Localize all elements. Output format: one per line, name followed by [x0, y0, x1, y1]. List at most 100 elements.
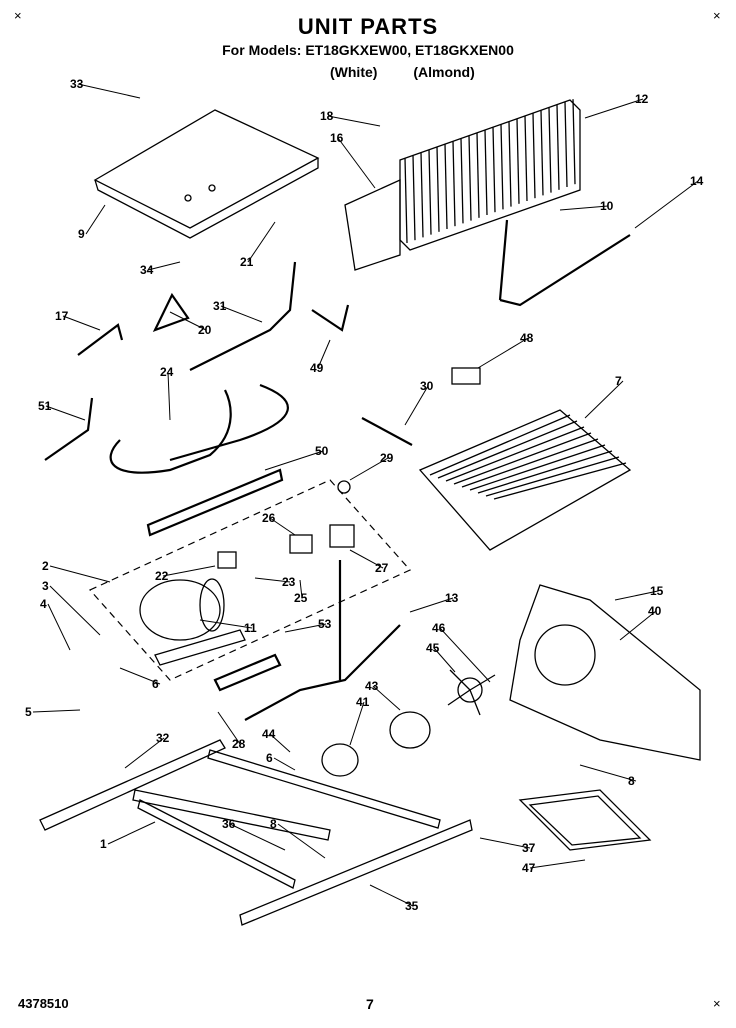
- leader-line-c35: [369, 884, 414, 907]
- leader-line-c53: [284, 623, 327, 633]
- leader-line-c24: [167, 371, 171, 421]
- callout-c45: 45: [426, 641, 440, 655]
- leader-line-c7: [584, 380, 624, 419]
- corner-mark-bottom-right: ×: [713, 996, 721, 1011]
- leader-line-c34: [147, 261, 181, 271]
- callout-c3: 3: [42, 579, 49, 593]
- callout-c27: 27: [375, 561, 389, 575]
- leader-line-c21a: [247, 221, 276, 263]
- callout-c53: 53: [318, 617, 332, 631]
- compressor-part: [139, 578, 246, 666]
- callout-c32: 32: [156, 731, 170, 745]
- leader-line-c43: [372, 685, 401, 711]
- leader-line-c33: [77, 83, 141, 99]
- leader-line-c20: [169, 311, 207, 331]
- leader-line-c29: [349, 457, 389, 481]
- callout-c13: 13: [445, 591, 459, 605]
- leader-line-c8a: [579, 764, 637, 782]
- leader-line-c40: [619, 610, 657, 641]
- callout-c14: 14: [690, 174, 704, 188]
- leader-line-c28: [217, 711, 241, 745]
- callout-c4: 4: [40, 597, 47, 611]
- corner-mark-top-left: ×: [14, 8, 22, 23]
- leader-line-c41: [349, 701, 365, 746]
- callout-c8a: 8: [628, 774, 635, 788]
- tubing-parts: [44, 219, 631, 721]
- callout-c41: 41: [356, 695, 370, 709]
- leader-line-c9: [85, 204, 106, 235]
- callout-c17: 17: [55, 309, 69, 323]
- callout-c18: 18: [320, 109, 334, 123]
- leader-line-c4: [47, 603, 71, 651]
- leader-line-c50: [264, 450, 324, 471]
- leader-line-c26: [269, 517, 296, 536]
- callout-c16: 16: [330, 131, 344, 145]
- callout-c6b: 6: [266, 751, 273, 765]
- callout-c24: 24: [160, 365, 174, 379]
- leader-line-c8b: [277, 823, 326, 859]
- leader-line-c14: [634, 180, 699, 229]
- callout-c35: 35: [405, 899, 419, 913]
- callout-c48: 48: [520, 331, 534, 345]
- callout-c15: 15: [650, 584, 664, 598]
- leader-line-c1: [107, 821, 156, 845]
- leader-line-c6b: [273, 757, 296, 771]
- base-frame-parts: [39, 739, 473, 926]
- leader-line-c10: [559, 205, 609, 211]
- callout-c34: 34: [140, 263, 154, 277]
- leader-line-c18: [327, 115, 381, 127]
- leader-line-c48: [477, 337, 529, 369]
- corner-mark-top-right: ×: [713, 8, 721, 23]
- leader-line-c13: [409, 597, 454, 613]
- callout-c10: 10: [600, 199, 614, 213]
- callout-c31: 31: [213, 299, 227, 313]
- leader-line-c32: [124, 737, 165, 769]
- callout-c9: 9: [78, 227, 85, 241]
- fan-motor-parts: [321, 669, 496, 777]
- callout-c40: 40: [648, 604, 662, 618]
- condenser-coil-part: [344, 99, 581, 271]
- color-almond: (Almond): [413, 64, 475, 80]
- callout-c22: 22: [155, 569, 169, 583]
- callout-c21a: 21: [240, 255, 254, 269]
- leader-line-c22: [162, 565, 216, 577]
- leader-line-c49: [317, 339, 331, 369]
- callout-c5: 5: [25, 705, 32, 719]
- callout-c20: 20: [198, 323, 212, 337]
- callout-c26: 26: [262, 511, 276, 525]
- leader-line-c51: [45, 405, 86, 421]
- leader-line-c46: [439, 627, 491, 683]
- document-number: 4378510: [18, 996, 69, 1011]
- callout-c44: 44: [262, 727, 276, 741]
- callout-c28: 28: [232, 737, 246, 751]
- evaporator-coil-part: [418, 409, 632, 551]
- leader-line-c27: [349, 549, 384, 569]
- leader-line-c44: [269, 733, 291, 753]
- leader-line-c5: [32, 709, 81, 713]
- relay-overload-parts: [217, 367, 481, 569]
- leader-line-c23: [254, 577, 291, 583]
- leader-line-c6a: [119, 667, 161, 685]
- leader-line-c25: [299, 579, 303, 599]
- leader-line-c15: [614, 590, 659, 601]
- callout-c47: 47: [522, 861, 536, 875]
- models-line: For Models: ET18GKXEW00, ET18GKXEN00: [222, 42, 514, 58]
- callout-c12: 12: [635, 92, 649, 106]
- callout-c8b: 8: [270, 817, 277, 831]
- leader-line-c37: [479, 837, 531, 849]
- leader-line-c16: [337, 137, 376, 189]
- leader-line-c45: [433, 647, 456, 673]
- leader-line-c30: [404, 385, 429, 426]
- leader-line-c36: [229, 823, 286, 851]
- leader-line-c2: [49, 565, 111, 583]
- callout-c51: 51: [38, 399, 52, 413]
- leader-line-c47: [529, 859, 586, 869]
- callout-c1: 1: [100, 837, 107, 851]
- color-legend: (White) (Almond): [330, 64, 475, 80]
- callout-c33: 33: [70, 77, 84, 91]
- callout-c23: 23: [282, 575, 296, 589]
- leader-line-c12: [584, 98, 644, 119]
- callout-c25: 25: [294, 591, 308, 605]
- callout-c30: 30: [420, 379, 434, 393]
